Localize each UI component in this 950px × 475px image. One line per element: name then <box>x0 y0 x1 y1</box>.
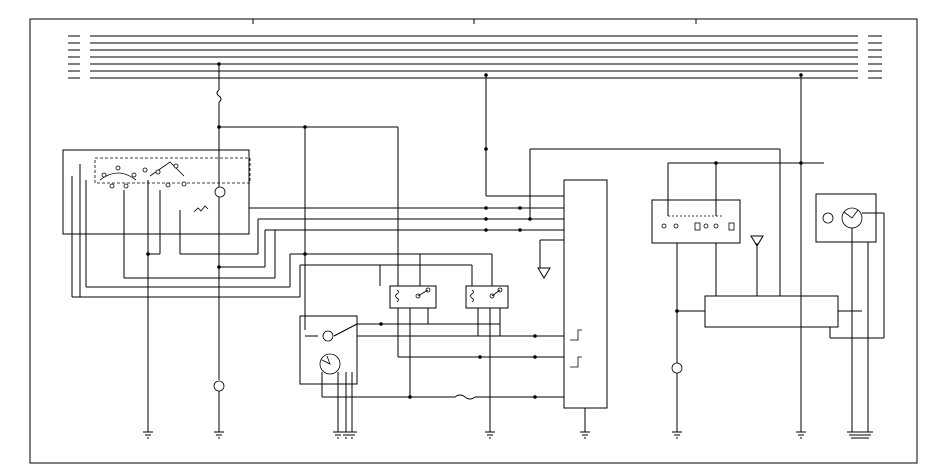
combination-switch <box>62 149 251 432</box>
harness-wires <box>72 207 493 298</box>
ground-10 <box>847 431 873 439</box>
main-feed-wire <box>216 62 399 380</box>
ground-6 <box>485 431 495 439</box>
diagram-frame <box>29 18 918 464</box>
ground-symbols <box>143 431 873 439</box>
lower-harness <box>322 334 564 400</box>
right-switch-module <box>651 161 824 365</box>
right-motor-assembly <box>799 73 885 432</box>
ground-3 <box>333 431 343 439</box>
ground-9 <box>796 431 806 439</box>
motor-assembly <box>299 315 500 432</box>
ground-2 <box>214 431 224 439</box>
relay-1 <box>389 285 500 397</box>
power-rails <box>68 33 882 81</box>
ground-1 <box>143 431 153 439</box>
ground-5 <box>347 431 357 439</box>
right-control-module <box>704 295 884 339</box>
connector-block <box>563 179 608 432</box>
connector-feeds <box>484 73 781 296</box>
relay-2 <box>465 285 509 432</box>
center-motor <box>671 362 683 432</box>
left-motor <box>213 380 225 432</box>
ground-8 <box>672 431 682 439</box>
ground-7 <box>580 431 590 439</box>
